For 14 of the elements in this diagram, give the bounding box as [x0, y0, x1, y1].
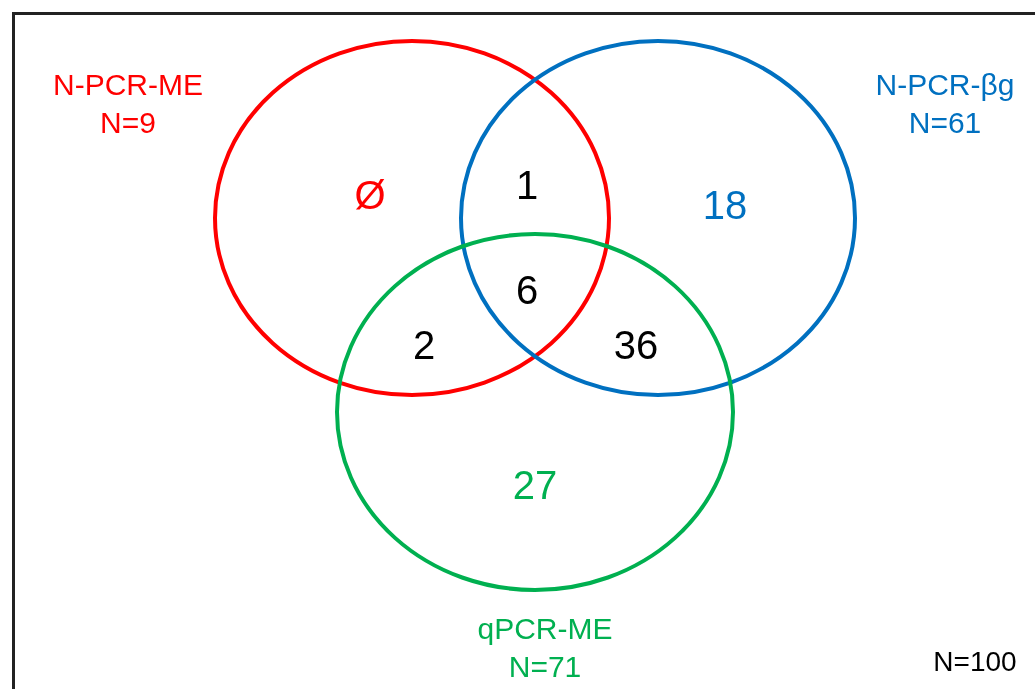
set-name: N-PCR-ME: [53, 67, 203, 103]
region-count: 36: [613, 323, 659, 367]
region-count: 6: [515, 268, 539, 312]
total-count: N=100: [933, 646, 1017, 678]
set-count: N=9: [100, 105, 156, 141]
region-count: 18: [702, 183, 748, 227]
set-name: N-PCR-βg: [875, 67, 1015, 103]
set-count: N=61: [908, 105, 982, 141]
region-count: 27: [512, 463, 558, 507]
region-count: Ø: [354, 173, 386, 217]
region-count: 1: [515, 163, 539, 207]
set-count: N=71: [508, 649, 582, 685]
set-name: qPCR-ME: [477, 611, 613, 647]
region-count: 2: [412, 323, 436, 367]
